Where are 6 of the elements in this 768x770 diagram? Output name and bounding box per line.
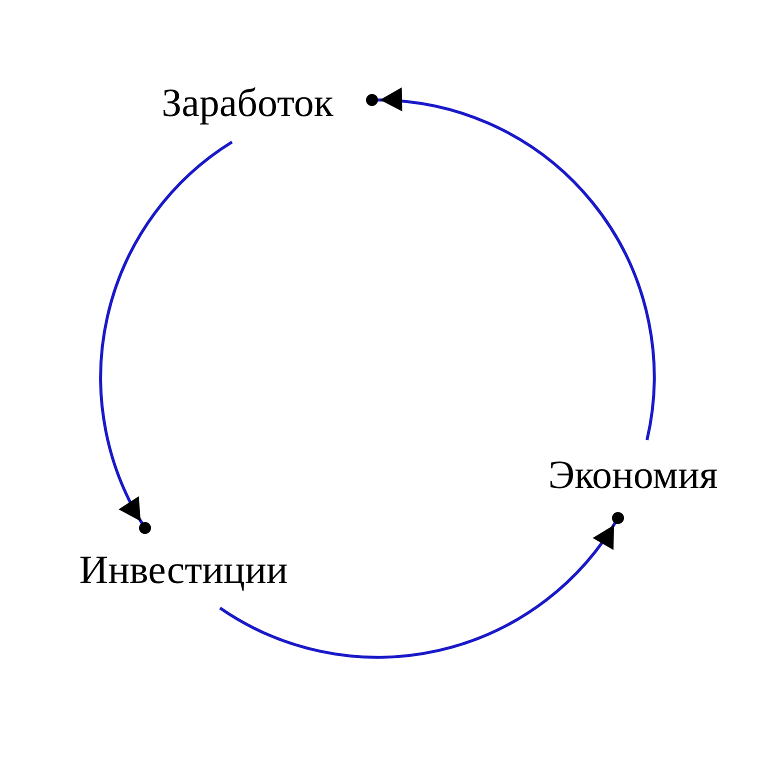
curved-arrow [219,512,624,659]
curved-arrow [99,140,233,534]
node-label: Заработок [162,83,334,123]
curved-arrow [366,89,656,440]
node-label: Экономия [548,455,718,495]
node-label: Инвестиции [79,550,288,590]
